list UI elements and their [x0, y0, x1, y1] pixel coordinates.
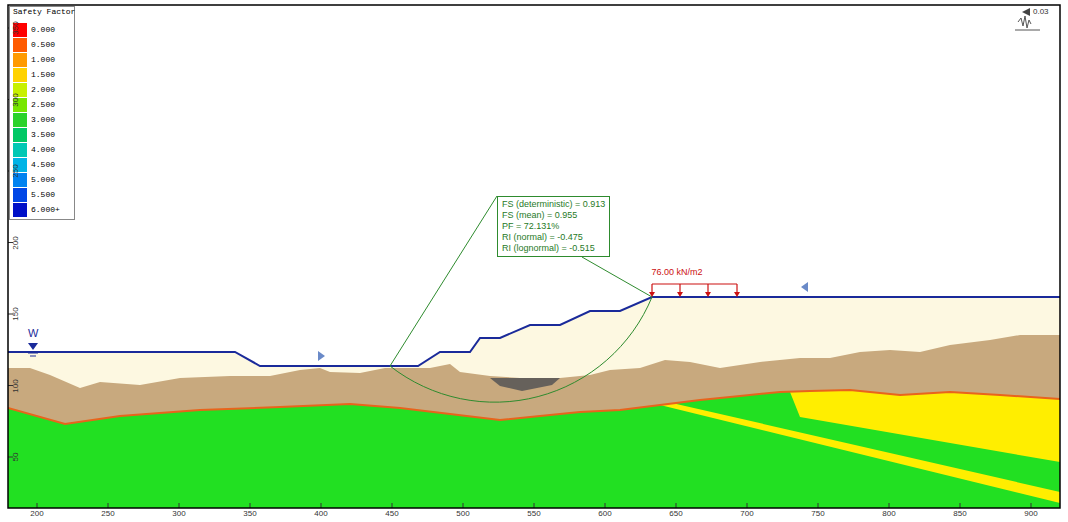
legend-entry: 0.000: [13, 23, 73, 37]
legend-text: 4.500: [31, 161, 55, 169]
legend-entry: 1.000: [13, 53, 73, 67]
legend-swatch: [13, 203, 27, 217]
axis-tick-label: 650: [669, 510, 682, 518]
legend-entry: 0.500: [13, 38, 73, 52]
legend-swatch: [13, 143, 27, 157]
slip-circle: [390, 297, 652, 402]
axis-tick-label: 200: [30, 510, 43, 518]
legend-swatch: [13, 68, 27, 82]
legend-entry: 6.000+: [13, 203, 73, 217]
legend-entry: 2.500: [13, 98, 73, 112]
axis-tick-label: 900: [1024, 510, 1037, 518]
legend-title: Safety Factor: [13, 8, 75, 16]
load-value: 76.00 kN/m2: [651, 268, 702, 277]
axis-tick-label: 500: [456, 510, 469, 518]
weak-lens: [490, 378, 560, 391]
seismic-coefficient: 0.03: [1033, 8, 1049, 16]
legend-text: 4.000: [31, 146, 55, 154]
axis-tick-label: 600: [598, 510, 611, 518]
axis-tick-label: 450: [385, 510, 398, 518]
legend-text: 0.500: [31, 41, 55, 49]
axis-tick-label: 300: [12, 93, 20, 106]
legend-swatch: [13, 53, 27, 67]
fill-layer: [8, 297, 1060, 508]
legend-entry: 1.500: [13, 68, 73, 82]
legend-entry: 3.000: [13, 113, 73, 127]
legend-entry: 5.000: [13, 173, 73, 187]
legend-swatch: [13, 188, 27, 202]
axis-tick-label: 250: [101, 510, 114, 518]
axis-tick-label: 100: [12, 379, 20, 392]
frame: [8, 5, 1060, 508]
radius-line: [390, 196, 497, 366]
legend-text: 3.500: [31, 131, 55, 139]
result-line: RI (lognormal) = -0.515: [502, 243, 605, 254]
axis-tick-label: 350: [243, 510, 256, 518]
axis-tick-label: 850: [953, 510, 966, 518]
legend-swatch: [13, 128, 27, 142]
layer-boundary: [8, 390, 1060, 424]
axis-ticks: [8, 28, 1031, 508]
water-table-label: W: [28, 328, 38, 339]
bedrock-layer: [8, 390, 1060, 508]
axis-tick-label: 700: [740, 510, 753, 518]
axis-tick-label: 800: [882, 510, 895, 518]
legend-text: 1.000: [31, 56, 55, 64]
legend-swatch: [13, 38, 27, 52]
legend-entry: 4.500: [13, 158, 73, 172]
result-line: FS (deterministic) = 0.913: [502, 199, 605, 210]
yellow-layer: [790, 390, 1060, 462]
legend-text: 5.500: [31, 191, 55, 199]
axis-tick-label: 400: [314, 510, 327, 518]
ground-surface: [8, 297, 1060, 366]
axis-tick-label: 350: [12, 21, 20, 34]
axis-tick-label: 300: [172, 510, 185, 518]
distributed-load: [649, 284, 740, 297]
axis-tick-label: 150: [12, 307, 20, 320]
legend-text: 3.000: [31, 116, 55, 124]
result-line: PF = 72.131%: [502, 221, 605, 232]
axis-tick-label: 50: [12, 453, 20, 462]
limit-marker: [318, 351, 325, 361]
legend-text: 2.000: [31, 86, 55, 94]
legend-text: 6.000+: [31, 206, 60, 214]
legend-panel: 0.000 0.500 1.000 1.500 2.000 2.500 3.000 3.500…: [9, 6, 75, 220]
limit-marker: [801, 282, 808, 292]
water-table-marker: [28, 343, 38, 356]
axis-tick-label: 550: [527, 510, 540, 518]
legend-entry: 3.500: [13, 128, 73, 142]
result-box: FS (deterministic) = 0.913FS (mean) = 0.…: [497, 196, 610, 257]
legend-entry: 4.000: [13, 143, 73, 157]
legend-swatch: [13, 113, 27, 127]
legend-text: 5.000: [31, 176, 55, 184]
legend-text: 0.000: [31, 26, 55, 34]
legend-entry: 5.500: [13, 188, 73, 202]
yellow-band: [660, 403, 1060, 503]
axis-tick-label: 750: [811, 510, 824, 518]
result-line: RI (normal) = -0.475: [502, 232, 605, 243]
axis-tick-label: 200: [12, 236, 20, 249]
axis-tick-label: 250: [12, 164, 20, 177]
radius-line: [582, 257, 652, 297]
result-line: FS (mean) = 0.955: [502, 210, 605, 221]
soil-layer: [8, 335, 1060, 508]
legend-entry: 2.000: [13, 83, 73, 97]
legend-text: 2.500: [31, 101, 55, 109]
legend-text: 1.500: [31, 71, 55, 79]
